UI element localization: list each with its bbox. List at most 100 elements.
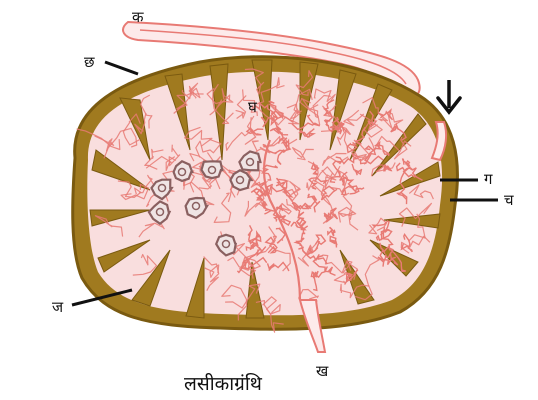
medullary-cord — [332, 116, 345, 133]
sinus-channel — [244, 68, 265, 95]
sinus-channel — [242, 89, 258, 117]
medullary-cord — [377, 108, 394, 121]
medullary-cord — [359, 145, 377, 165]
sinus-channel — [292, 147, 314, 161]
label-gha: घ — [248, 98, 258, 116]
sinus-channel — [195, 138, 222, 158]
trabecula — [97, 239, 151, 273]
sinus-channel — [286, 103, 301, 120]
germinal-centre — [155, 207, 165, 217]
sinus-channel — [188, 82, 201, 99]
medullary-cord — [291, 114, 321, 131]
sinus-channel — [338, 211, 359, 231]
sinus-channel — [336, 128, 361, 161]
germinal-centre — [221, 239, 231, 249]
artery-stub — [430, 121, 448, 162]
medullary-cord — [298, 128, 317, 139]
medullary-cord — [324, 119, 338, 134]
sinus-channel — [337, 192, 357, 223]
medullary-cord — [367, 110, 378, 129]
sinus-channel — [132, 253, 158, 276]
sinus-channel — [297, 243, 317, 267]
medullary-cord — [268, 100, 284, 120]
medullary-cord — [339, 171, 350, 188]
medullary-cord — [323, 99, 335, 124]
sinus-channel — [144, 148, 164, 170]
sinus-channel — [176, 91, 204, 110]
sinus-channel — [255, 300, 284, 333]
medullary-cord — [290, 221, 307, 230]
sinus-channel — [206, 87, 234, 105]
medullary-cord — [329, 235, 338, 248]
medullary-cord — [351, 163, 363, 176]
medullary-cord — [241, 256, 268, 270]
sinus-channel — [145, 155, 176, 171]
sinus-channel — [255, 105, 302, 126]
sinus-channel — [183, 177, 215, 206]
sinus-channel — [199, 162, 214, 189]
medullary-cord — [308, 177, 329, 190]
sinus-channel — [407, 213, 426, 242]
medullary-cord — [329, 160, 343, 183]
trabecula — [131, 249, 171, 307]
leader-chha — [104, 60, 139, 76]
sinus-channel — [370, 162, 396, 177]
sinus-channel — [225, 283, 261, 309]
trabecula — [209, 63, 229, 161]
medullary-cord — [280, 137, 290, 154]
label-ka: क — [132, 8, 144, 26]
label-cha: च — [504, 191, 514, 209]
sinus-channel — [103, 127, 138, 159]
sinus-channel — [368, 135, 400, 152]
medullary-cord — [236, 246, 267, 274]
sinus-channel — [393, 136, 412, 160]
medullary-cord — [379, 227, 394, 253]
follicle — [214, 233, 238, 257]
germinal-centre — [235, 175, 245, 185]
germinal-centre — [191, 201, 201, 211]
medullary-cord — [269, 110, 289, 136]
medullary-cord — [375, 228, 393, 242]
sinus-channel — [134, 112, 147, 135]
sinus-channel — [204, 264, 220, 278]
medullary-cord — [250, 187, 267, 210]
sinus-channel — [94, 215, 124, 237]
trabecula — [185, 257, 205, 319]
sinus-channel — [313, 88, 336, 103]
sinus-channel — [209, 94, 231, 116]
medullary-cord — [390, 122, 407, 141]
medullary-cord — [260, 164, 279, 181]
sinus-channel — [140, 94, 153, 129]
medullary-cord — [264, 236, 278, 254]
sinus-channel — [203, 256, 220, 291]
medullary-cord — [307, 193, 321, 213]
sinus-channel — [398, 202, 432, 227]
label-ga: ग — [484, 170, 493, 188]
sinus-channel — [117, 180, 142, 198]
trabecula — [119, 97, 151, 161]
afferent-vessel-inner — [139, 29, 407, 85]
sinus-channel — [362, 97, 389, 122]
sinus-channel — [244, 200, 268, 217]
medullary-cord — [262, 143, 285, 155]
medullary-cord — [275, 177, 288, 194]
sinus-channel — [120, 183, 150, 201]
medullary-cord — [255, 101, 279, 120]
sinus-channel — [235, 95, 247, 119]
sinus-channel — [333, 260, 353, 284]
follicle — [147, 200, 172, 226]
sinus-channel — [354, 255, 380, 301]
medullary-cord — [346, 179, 360, 195]
medullary-cord — [346, 141, 358, 154]
sinus-channel — [299, 98, 321, 126]
follicle — [172, 160, 194, 183]
sinus-channel — [322, 104, 337, 118]
sinus-channel — [284, 181, 301, 202]
follicle — [238, 150, 262, 172]
sinus-channel — [295, 70, 314, 96]
sinus-channel — [322, 254, 358, 280]
medullary-cord — [247, 224, 262, 245]
medullary-cord — [255, 183, 273, 201]
medullary-cord — [260, 115, 283, 128]
germinal-centre — [207, 165, 217, 175]
